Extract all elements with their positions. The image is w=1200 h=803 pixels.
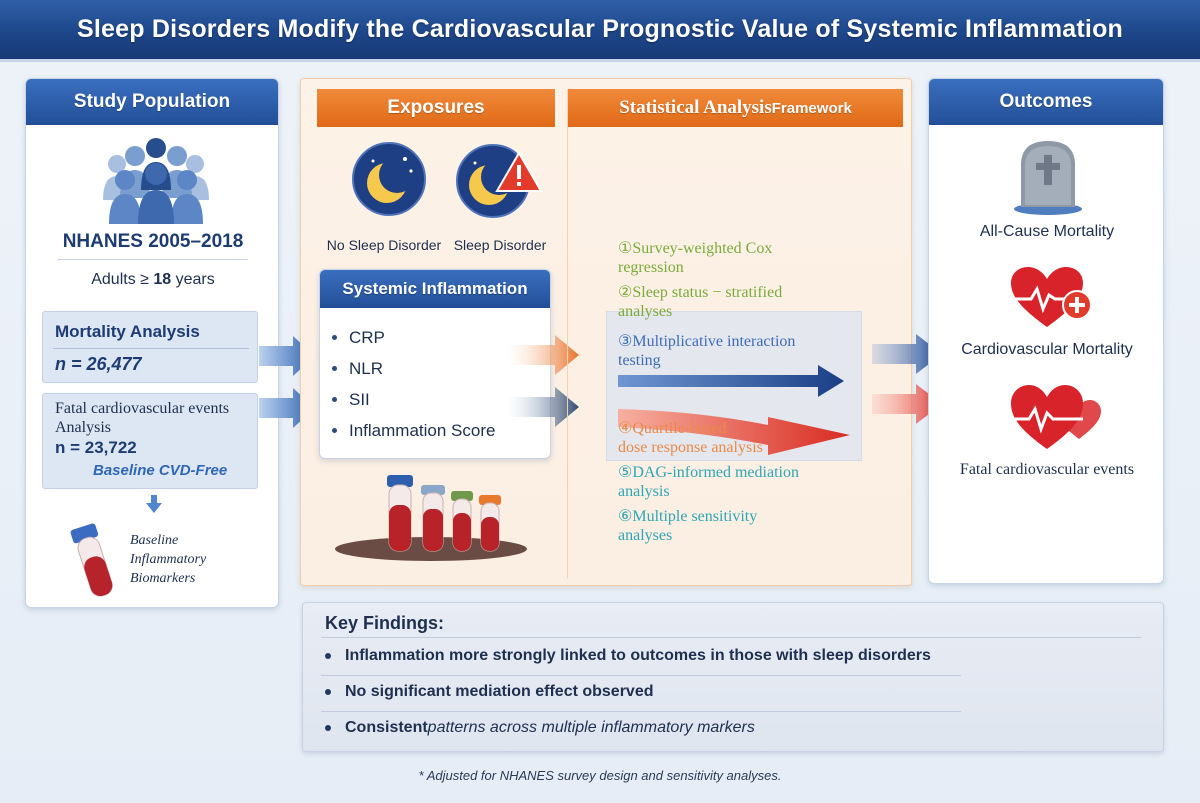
outcomes-panel: Outcomes All-Cause Mortality Cardiovascu… <box>928 78 1164 584</box>
finding-text: No significant mediation effect observed <box>345 683 654 700</box>
systemic-inflammation-header: Systemic Inflammation <box>320 270 550 308</box>
mortality-analysis-title: Mortality Analysis <box>55 322 200 341</box>
key-findings-header: Key Findings: <box>325 613 445 633</box>
output-arrows <box>872 334 942 424</box>
test-tubes-icon <box>335 475 527 561</box>
inflammation-to-analysis-arrows <box>507 335 579 427</box>
stats-header-main: Statistical Analysis <box>619 97 772 118</box>
title-banner: Sleep Disorders Modify the Cardiovascula… <box>0 0 1200 62</box>
arrow-right-icon <box>618 409 850 455</box>
fatal-sample-size: n = 23,722 <box>55 438 137 457</box>
fatal-events-analysis-box: Fatal cardiovascular events Analysis n =… <box>42 393 258 489</box>
list-item: Inflammation Score <box>332 415 495 446</box>
adults-age: 18 <box>153 271 172 288</box>
list-item: Consistent patterns across multiple infl… <box>325 719 755 737</box>
exposures-panel: Exposures No Sleep Disorder Sleep Disord… <box>317 89 555 329</box>
analysis-container: Exposures No Sleep Disorder Sleep Disord… <box>300 78 912 586</box>
baseline-cvd-free-label: Baseline CVD-Free <box>93 462 228 479</box>
study-population-header: Study Population <box>26 79 278 125</box>
study-population-panel: Study Population NHANES 2005–2018 Adults… <box>25 78 279 608</box>
list-item: No significant mediation effect observed <box>325 683 654 701</box>
heart-plus-icon <box>1011 267 1092 327</box>
biomarkers-line: Inflammatory <box>130 552 207 567</box>
divider <box>321 637 1141 638</box>
baseline-biomarkers-label: Baseline Inflammatory Biomarkers <box>130 531 206 588</box>
list-item: SII <box>332 384 495 415</box>
people-group-icon <box>103 138 209 224</box>
arrow-right-icon <box>872 334 942 374</box>
adults-label: Adults ≥ 18 years <box>26 271 278 289</box>
hearts-icon <box>1011 385 1101 449</box>
list-item: Inflammation more strongly linked to out… <box>325 647 931 665</box>
footnote: * Adjusted for NHANES survey design and … <box>418 768 782 783</box>
key-findings-panel: Key Findings: Inflammation more strongly… <box>302 602 1164 752</box>
statistical-analysis-panel: Statistical Analysis Framework ①Survey-w… <box>567 89 903 579</box>
finding-text: Consistent <box>345 719 428 736</box>
marker-label: SII <box>349 389 370 409</box>
blood-tube-icon <box>70 523 113 597</box>
moon-icon <box>352 142 426 216</box>
exposures-header: Exposures <box>317 89 555 127</box>
list-item: NLR <box>332 353 495 384</box>
inflammation-marker-list: CRP NLR SII Inflammation Score <box>332 322 495 446</box>
sleep-disorder-label: Sleep Disorder <box>453 237 547 253</box>
marker-label: NLR <box>349 358 384 378</box>
arrow-right-icon <box>872 384 942 424</box>
outcomes-header: Outcomes <box>929 79 1163 125</box>
fatal-events-title: Fatal cardiovascular events Analysis <box>55 400 230 436</box>
arrow-right-icon <box>507 335 579 375</box>
mortality-sample-size: n = 26,477 <box>55 354 142 375</box>
mortality-analysis-box: Mortality Analysis n = 26,477 <box>42 311 258 383</box>
no-sleep-disorder-label: No Sleep Disorder <box>326 237 442 253</box>
all-cause-mortality-label: All-Cause Mortality <box>979 223 1115 240</box>
marker-label: CRP <box>349 327 385 347</box>
cardiovascular-mortality-label: Cardiovascular Mortality <box>961 341 1133 358</box>
divider <box>321 675 961 676</box>
finding-text: patterns across multiple inflammatory ma… <box>427 719 755 736</box>
moon-warning-icon <box>456 144 543 218</box>
statistical-analysis-header: Statistical Analysis Framework <box>568 89 903 127</box>
arrow-down-icon <box>146 495 162 513</box>
arrow-right-icon <box>507 387 579 427</box>
mortality-n-text: n = 26,477 <box>55 354 142 374</box>
marker-label: Inflammation Score <box>349 420 496 440</box>
divider <box>58 259 248 260</box>
adults-suffix: years <box>171 271 215 288</box>
tombstone-icon <box>1014 141 1082 215</box>
arrow-right-icon <box>618 365 844 397</box>
fatal-cardiovascular-events-label: Fatal cardiovascular events <box>959 461 1135 478</box>
stats-header-small: Framework <box>771 99 852 117</box>
analysis-flow-arrows <box>618 365 850 455</box>
biomarkers-line: Biomarkers <box>130 571 196 586</box>
biomarkers-line: Baseline <box>130 533 179 548</box>
page-title: Sleep Disorders Modify the Cardiovascula… <box>76 15 1124 43</box>
divider <box>321 711 961 712</box>
list-item: CRP <box>332 322 495 353</box>
divider <box>53 348 249 349</box>
adults-prefix: Adults ≥ <box>91 271 154 288</box>
cohort-label: NHANES 2005–2018 <box>62 231 244 252</box>
finding-text: Inflammation more strongly linked to out… <box>345 647 931 664</box>
